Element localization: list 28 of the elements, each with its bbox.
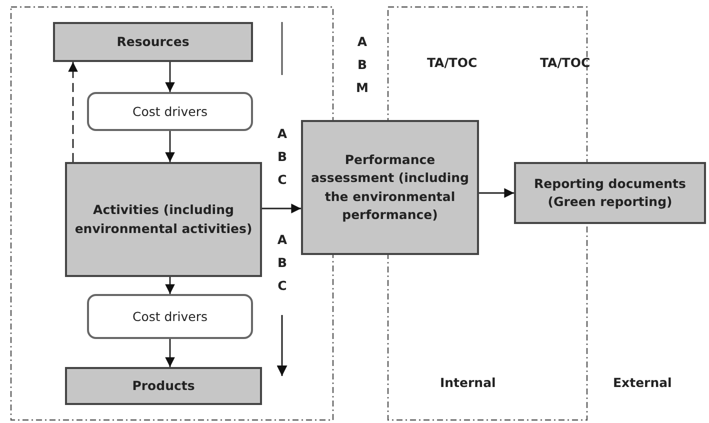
node-text: Products	[131, 376, 196, 395]
node-text: Cost drivers	[131, 309, 209, 324]
method-label: ABC	[276, 231, 288, 296]
driver-box	[87, 294, 253, 339]
arrow	[165, 62, 175, 92]
arrow	[262, 204, 301, 214]
node-text: Resources	[116, 32, 190, 51]
node-text: Cost drivers	[131, 104, 209, 119]
arrow	[165, 339, 175, 367]
column-label: TA/TOC	[540, 55, 590, 70]
process-box	[514, 162, 706, 224]
column-label: Internal	[440, 375, 496, 390]
process-box	[65, 367, 262, 405]
method-label: ABC	[276, 125, 288, 190]
process-box	[65, 162, 262, 277]
column-label: External	[613, 375, 672, 390]
process-box	[53, 22, 253, 62]
node-text: Activities (including environmental activities)	[74, 201, 254, 238]
node-text: Performance assessment (including the environmental performance)	[310, 151, 470, 224]
driver-box	[87, 92, 253, 131]
method-label: ABM	[356, 33, 368, 98]
column-label: TA/TOC	[427, 55, 478, 70]
arrow	[165, 131, 175, 162]
arrow	[479, 188, 514, 198]
arrow	[165, 277, 175, 294]
process-box	[301, 120, 479, 255]
node-text: Reporting documents (Green reporting)	[533, 174, 687, 211]
arrow	[68, 62, 78, 162]
